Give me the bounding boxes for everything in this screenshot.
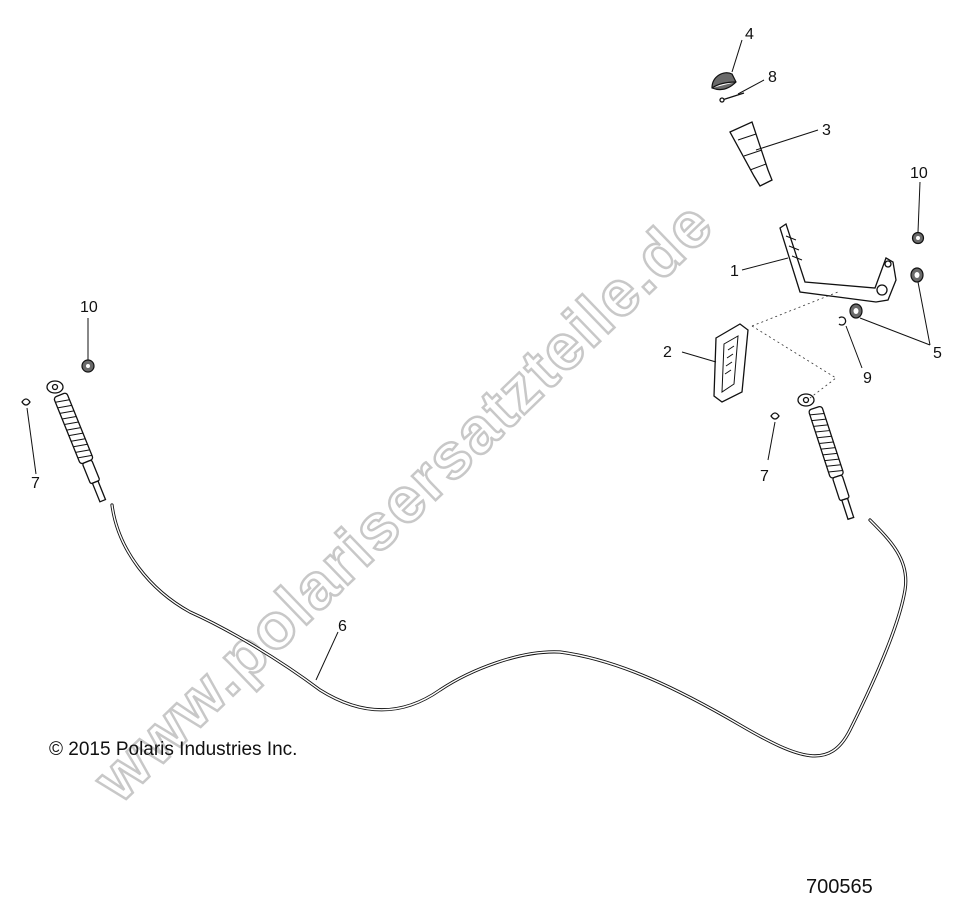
watermark-text: www.polarisersatzteile.de — [79, 187, 727, 816]
washers — [849, 267, 924, 319]
callout-9: 9 — [863, 370, 872, 387]
brake-cable — [110, 503, 908, 758]
assembly-lines — [751, 291, 839, 399]
cable-end-right — [797, 393, 855, 521]
lever-knob — [711, 72, 737, 91]
leader-lines — [26, 39, 931, 681]
callout-1: 1 — [730, 263, 739, 280]
callout-10-left: 10 — [80, 299, 98, 316]
cable-end-left — [46, 380, 107, 503]
nut-right — [911, 231, 925, 245]
lever-grip — [729, 121, 773, 187]
callout-2: 2 — [663, 344, 672, 361]
callout-8: 8 — [768, 69, 777, 86]
callout-7-left: 7 — [31, 475, 40, 492]
callout-6: 6 — [338, 618, 347, 635]
callout-10-right: 10 — [910, 165, 928, 182]
callout-3: 3 — [822, 122, 831, 139]
callout-5: 5 — [933, 345, 942, 362]
brake-lever-arm — [779, 222, 897, 303]
callouts: 4 8 3 10 1 2 5 9 7 10 7 6 — [31, 26, 942, 635]
pedal-pad — [713, 323, 749, 403]
diagram-number: 700565 — [806, 876, 873, 898]
clip-left — [21, 398, 31, 406]
callout-4: 4 — [745, 26, 754, 43]
copyright-text: © 2015 Polaris Industries Inc. — [49, 739, 297, 760]
nut-left — [81, 359, 95, 373]
pin — [719, 92, 745, 103]
e-clip — [838, 316, 847, 326]
clip-right — [770, 412, 780, 420]
callout-7-right: 7 — [760, 468, 769, 485]
